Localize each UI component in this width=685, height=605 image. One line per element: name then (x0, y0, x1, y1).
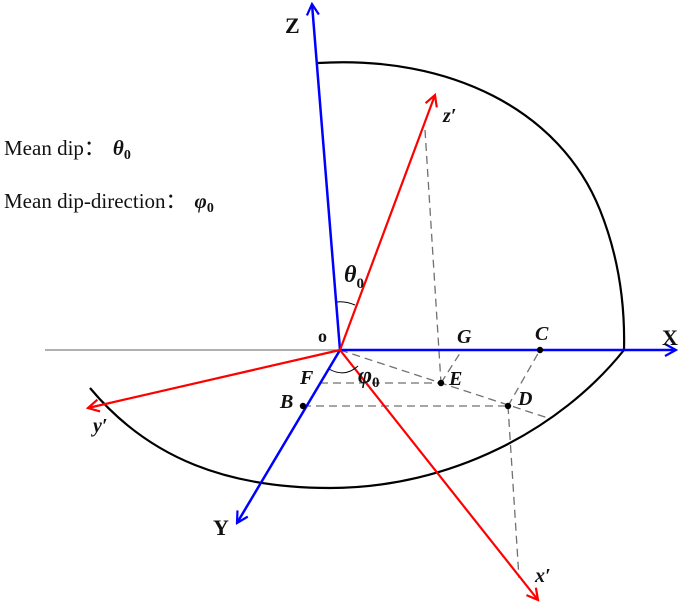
phi-symbol: φ0 (194, 189, 214, 216)
mean-dip-direction-legend: Mean dip-direction： φ0 (4, 185, 214, 217)
mean-dip-legend: Mean dip： θ0 (4, 132, 131, 164)
z-axis-label: Z (285, 13, 300, 38)
origin-label: o (318, 326, 327, 346)
theta-angle-arc (336, 301, 356, 306)
point-c (536, 346, 544, 354)
x-axis-label: X (662, 325, 678, 350)
phi-label: φ0 (358, 363, 380, 391)
point-d-label: D (517, 388, 532, 410)
lower-sphere-arc (89, 349, 625, 490)
point-g-label: G (457, 326, 472, 348)
theta-label: θ0 (344, 262, 364, 292)
point-f-label: F (299, 367, 314, 389)
point-e (437, 379, 445, 387)
point-c-label: C (535, 323, 549, 345)
mean-dip-label: Mean dip： (4, 136, 105, 160)
phi-angle-arc (328, 365, 359, 374)
z-prime-label: z′ (442, 105, 456, 127)
point-d (504, 402, 512, 410)
x-prime-axis (339, 349, 538, 600)
z-prime-axis (338, 95, 435, 351)
x-prime-label: x′ (534, 565, 551, 587)
construction-lines (303, 129, 549, 579)
y-axis (237, 349, 342, 523)
y-prime-axis (88, 348, 341, 408)
point-b (299, 402, 307, 410)
points (299, 346, 544, 410)
mean-dip-direction-label: Mean dip-direction： (4, 189, 187, 213)
point-b-label: B (279, 391, 293, 413)
y-axis-label: Y (213, 515, 229, 540)
theta-symbol: θ0 (112, 136, 131, 163)
point-e-label: E (448, 368, 462, 390)
upper-sphere-arc (317, 61, 626, 351)
y-prime-label: y′ (91, 415, 108, 437)
z-axis (312, 4, 342, 351)
